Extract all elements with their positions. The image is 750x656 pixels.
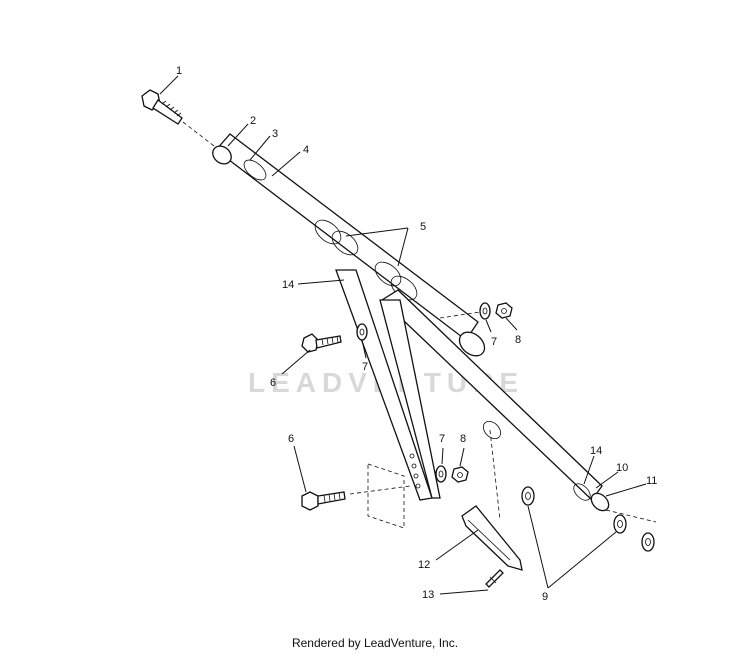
part-bolt-6-upper	[301, 333, 342, 353]
callout-1: 1	[176, 65, 182, 77]
part-pin-13	[485, 569, 504, 588]
callout-7-middle: 7	[439, 433, 445, 445]
callout-14-lower: 14	[590, 445, 602, 457]
leader-lines	[159, 75, 647, 595]
part-washers-9	[521, 486, 657, 552]
callout-3: 3	[272, 128, 278, 140]
footer-credit: Rendered by LeadVenture, Inc.	[291, 636, 459, 650]
callout-8-upper-right: 8	[515, 334, 521, 346]
part-bolt-1	[141, 89, 183, 125]
callout-9: 9	[542, 591, 548, 603]
part-stop-12	[461, 429, 523, 571]
part-upper-tube	[212, 133, 486, 357]
part-washer-nut-middle	[435, 465, 469, 483]
callout-13: 13	[422, 589, 434, 601]
callout-6-upper: 6	[270, 377, 276, 389]
callout-6-lower: 6	[288, 433, 294, 445]
callout-8-middle: 8	[460, 433, 466, 445]
callout-14-upper: 14	[282, 279, 294, 291]
callout-7-left: 7	[362, 361, 368, 373]
callout-12: 12	[418, 559, 430, 571]
callout-11: 11	[646, 475, 657, 487]
callout-7-upper-right: 7	[491, 336, 497, 348]
callout-2: 2	[250, 115, 256, 127]
part-bolt-6-lower	[301, 463, 411, 529]
part-washer-7-left	[356, 323, 368, 341]
part-washer-nut-upper-right	[439, 302, 513, 320]
callout-4: 4	[303, 144, 309, 156]
callout-10: 10	[616, 462, 628, 474]
part-lower-tube	[380, 289, 610, 512]
callout-5: 5	[420, 221, 426, 233]
